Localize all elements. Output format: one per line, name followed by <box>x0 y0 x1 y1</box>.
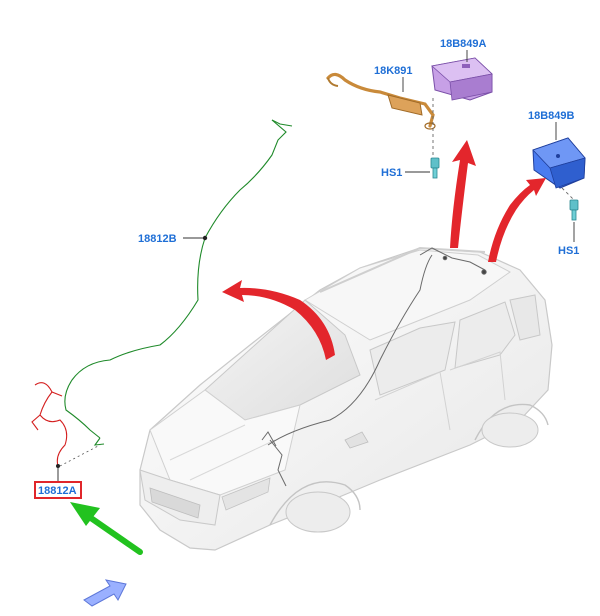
green-arrow-icon <box>70 502 143 555</box>
red-arrows <box>222 140 546 360</box>
callout-18k891: 18K891 <box>374 65 413 77</box>
harness-18812a <box>31 382 68 467</box>
callout-hs1-right: HS1 <box>558 245 579 257</box>
roof-harness <box>261 247 487 487</box>
harness-link-dashed <box>59 444 101 467</box>
screw-hs1-right <box>569 199 579 221</box>
screw-hs1-top <box>430 157 440 179</box>
highlight-box-18812a <box>34 481 82 499</box>
module-18b849b <box>532 137 586 189</box>
antenna-18k891 <box>326 72 436 130</box>
module-18b849a <box>431 57 493 101</box>
vehicle-illustration <box>139 246 553 551</box>
callout-hs1-top: HS1 <box>381 167 402 179</box>
assembly-leaders <box>432 98 575 201</box>
connector-dot-18812a <box>56 464 60 468</box>
callout-18b849b: 18B849B <box>528 110 575 122</box>
callout-18b849a: 18B849A <box>440 38 487 50</box>
view-direction-arrow-icon <box>83 579 127 607</box>
callout-18812a: 18812A <box>38 485 77 497</box>
callout-18812b: 18812B <box>138 233 177 245</box>
harness-18812b <box>64 119 293 446</box>
label-leaders <box>183 50 575 242</box>
